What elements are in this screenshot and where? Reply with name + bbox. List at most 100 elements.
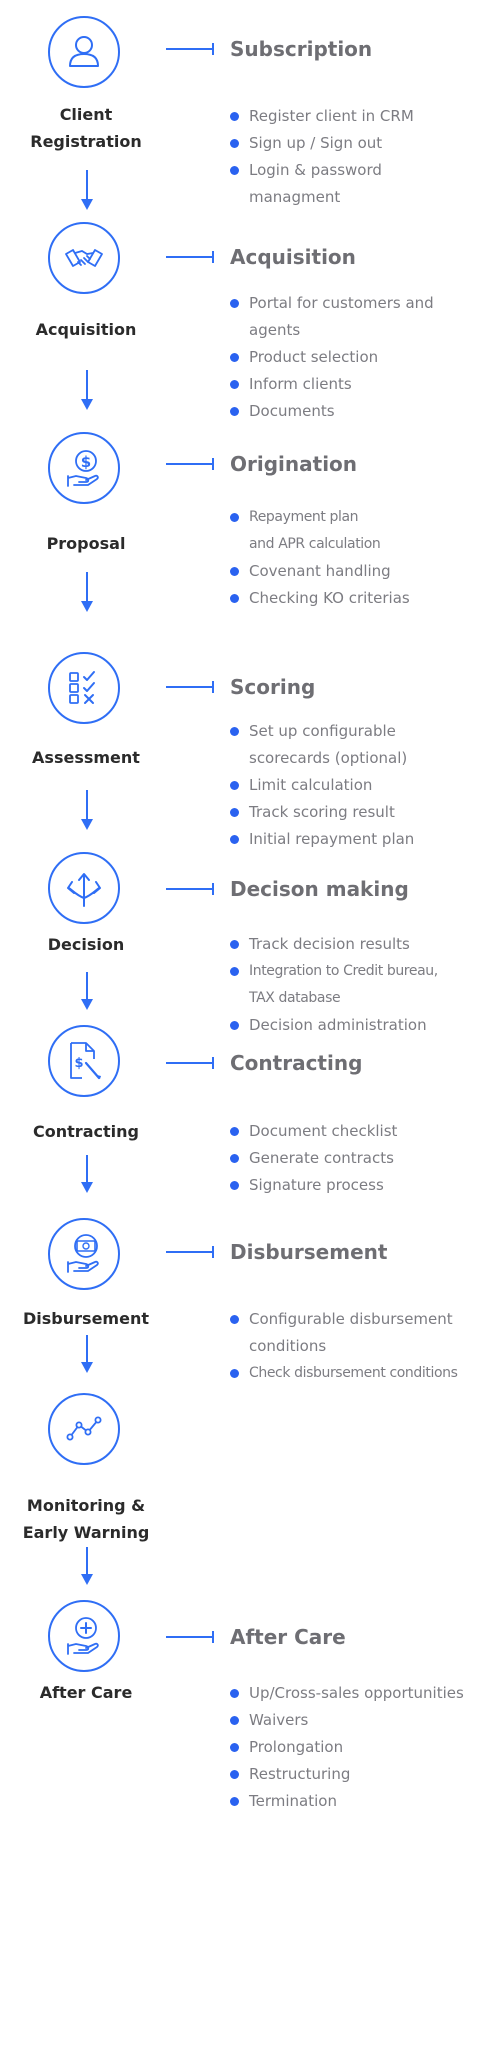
flow-arrow [81, 370, 93, 410]
list-item: Product selection [230, 344, 490, 371]
decision-arrows-icon [67, 873, 101, 907]
list-item: Set up configurable scorecards (optional… [230, 718, 490, 772]
bullet-dot [230, 727, 239, 736]
phase-list-contracting: Document checklist Generate contracts Si… [230, 1118, 490, 1199]
bullet-dot [230, 139, 239, 148]
phase-title-scoring: Scoring [230, 675, 316, 699]
list-item: Restructuring [230, 1761, 490, 1788]
bullet-dot [230, 808, 239, 817]
stage-assessment [48, 652, 120, 724]
phase-connector [166, 458, 214, 470]
phase-list-scoring: Set up configurable scorecards (optional… [230, 718, 490, 853]
list-item: Generate contracts [230, 1145, 490, 1172]
stage-monitoring [48, 1393, 120, 1465]
bullet-dot [230, 1770, 239, 1779]
bullet-dot [230, 940, 239, 949]
flow-arrow [81, 1335, 93, 1373]
phase-title-after-care: After Care [230, 1625, 346, 1649]
bullet-dot [230, 781, 239, 790]
list-item: Limit calculation [230, 772, 490, 799]
phase-connector [166, 43, 214, 55]
phase-connector [166, 1246, 214, 1258]
phase-list-decision-making: Track decision results Integration to Cr… [230, 931, 490, 1039]
phase-title-decision-making: Decison making [230, 877, 409, 901]
stage-after-care [48, 1600, 120, 1672]
bullet-dot [230, 967, 239, 976]
bullet-dot [230, 380, 239, 389]
phase-connector [166, 251, 214, 263]
svg-text:$: $ [81, 453, 91, 471]
stage-client-registration [48, 16, 120, 88]
stage-label-client-registration: Client Registration [30, 105, 142, 151]
user-icon [69, 36, 99, 67]
list-item: Repayment plan and APR calculation [230, 504, 490, 558]
stage-label-contracting: Contracting [33, 1122, 139, 1141]
list-item: Decision administration [230, 1012, 490, 1039]
flow-arrow [81, 1155, 93, 1193]
flow-arrow [81, 790, 93, 830]
bullet-dot [230, 407, 239, 416]
bullet-dot [230, 1127, 239, 1136]
list-item: Document checklist [230, 1118, 490, 1145]
list-item: Sign up / Sign out [230, 130, 490, 157]
bullet-dot [230, 1743, 239, 1752]
bullet-dot [230, 567, 239, 576]
phase-title-disbursement: Disbursement [230, 1240, 388, 1264]
bullet-dot [230, 166, 239, 175]
bullet-dot [230, 1181, 239, 1190]
bullet-dot [230, 835, 239, 844]
list-item: Prolongation [230, 1734, 490, 1761]
list-item: Signature process [230, 1172, 490, 1199]
bullet-dot [230, 1021, 239, 1030]
stage-label-acquisition: Acquisition [35, 320, 137, 339]
stage-contracting: $ [48, 1025, 120, 1097]
stage-label-decision: Decision [47, 935, 125, 954]
list-item: Track scoring result [230, 799, 490, 826]
bullet-dot [230, 1315, 239, 1324]
list-item: Documents [230, 398, 490, 425]
bullet-dot [230, 513, 239, 522]
flow-arrow [81, 170, 93, 210]
handshake-icon [65, 249, 103, 267]
checklist-icon [69, 671, 95, 704]
list-item: Inform clients [230, 371, 490, 398]
phase-title-acquisition: Acquisition [230, 245, 356, 269]
phase-connector [166, 1057, 214, 1069]
phase-connector [166, 681, 214, 693]
list-item: Portal for customers and agents [230, 290, 490, 344]
list-item: Check disbursement conditions [230, 1360, 490, 1387]
list-item: Register client in CRM [230, 103, 490, 130]
phase-list-disbursement: Configurable disbursement conditions Che… [230, 1306, 490, 1387]
bullet-dot [230, 299, 239, 308]
list-item: Termination [230, 1788, 490, 1815]
stage-label-assessment: Assessment [32, 748, 140, 767]
bullet-dot [230, 1797, 239, 1806]
bullet-dot [230, 594, 239, 603]
bullet-dot [230, 353, 239, 362]
phase-connector [166, 1631, 214, 1643]
flow-arrow [81, 1547, 93, 1585]
stage-label-monitoring: Monitoring & Early Warning [22, 1496, 150, 1542]
list-item: Waivers [230, 1707, 490, 1734]
line-chart-icon [66, 1416, 102, 1441]
phase-list-origination: Repayment plan and APR calculation Coven… [230, 504, 490, 612]
stage-acquisition [48, 222, 120, 294]
list-item: Track decision results [230, 931, 490, 958]
list-item: Login & password managment [230, 157, 490, 211]
svg-text:$: $ [74, 1056, 83, 1071]
plus-hand-icon [67, 1617, 99, 1655]
flow-arrow [81, 572, 93, 612]
bullet-dot [230, 1689, 239, 1698]
bullet-dot [230, 1716, 239, 1725]
stage-label-after-care: After Care [39, 1683, 133, 1702]
phase-title-subscription: Subscription [230, 37, 373, 61]
dollar-hand-icon: $ [67, 450, 99, 487]
bullet-dot [230, 1154, 239, 1163]
list-item: Up/Cross-sales opportunities [230, 1680, 490, 1707]
cash-hand-icon [67, 1234, 99, 1273]
phase-connector [166, 883, 214, 895]
list-item: Configurable disbursement conditions [230, 1306, 490, 1360]
contract-pen-icon: $ [70, 1042, 101, 1080]
phase-title-origination: Origination [230, 452, 358, 476]
phase-list-after-care: Up/Cross-sales opportunities Waivers Pro… [230, 1680, 490, 1815]
